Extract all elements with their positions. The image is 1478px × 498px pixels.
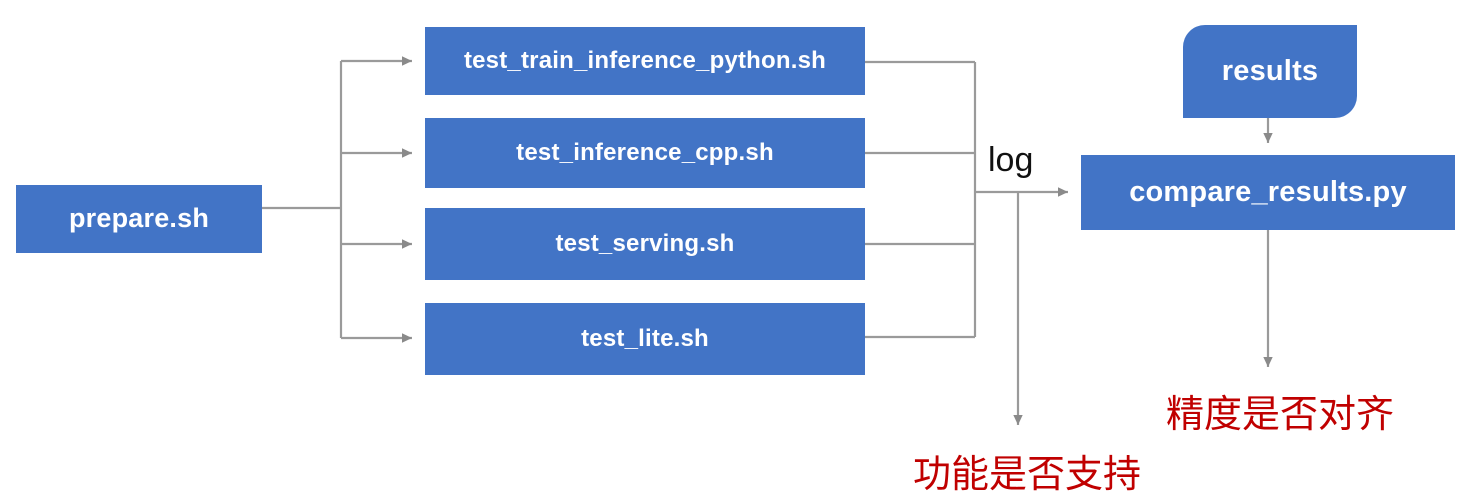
node-label: compare_results.py — [1129, 175, 1407, 208]
node-label: prepare.sh — [68, 203, 210, 234]
node-prepare-sh[interactable]: prepare.sh — [16, 185, 262, 253]
node-label: results — [1221, 54, 1319, 87]
node-test-inference-cpp-sh[interactable]: test_inference_cpp.sh — [425, 118, 865, 188]
node-label: test_inference_cpp.sh — [516, 138, 774, 166]
node-label: test_train_inference_python.sh — [463, 46, 827, 74]
node-test-train-inference-python-sh[interactable]: test_train_inference_python.sh — [425, 27, 865, 95]
edge-label-log: log — [988, 141, 1034, 179]
node-test-lite-sh[interactable]: test_lite.sh — [425, 303, 865, 375]
node-label: test_serving.sh — [555, 229, 735, 257]
node-label: test_lite.sh — [581, 324, 709, 352]
annotation-feature-supported: 功能是否支持 — [913, 452, 1142, 496]
node-test-serving-sh[interactable]: test_serving.sh — [425, 208, 865, 280]
annotation-precision-aligned: 精度是否对齐 — [1166, 392, 1395, 436]
node-compare-results-py[interactable]: compare_results.py — [1081, 155, 1455, 230]
node-results[interactable]: results — [1183, 25, 1357, 118]
